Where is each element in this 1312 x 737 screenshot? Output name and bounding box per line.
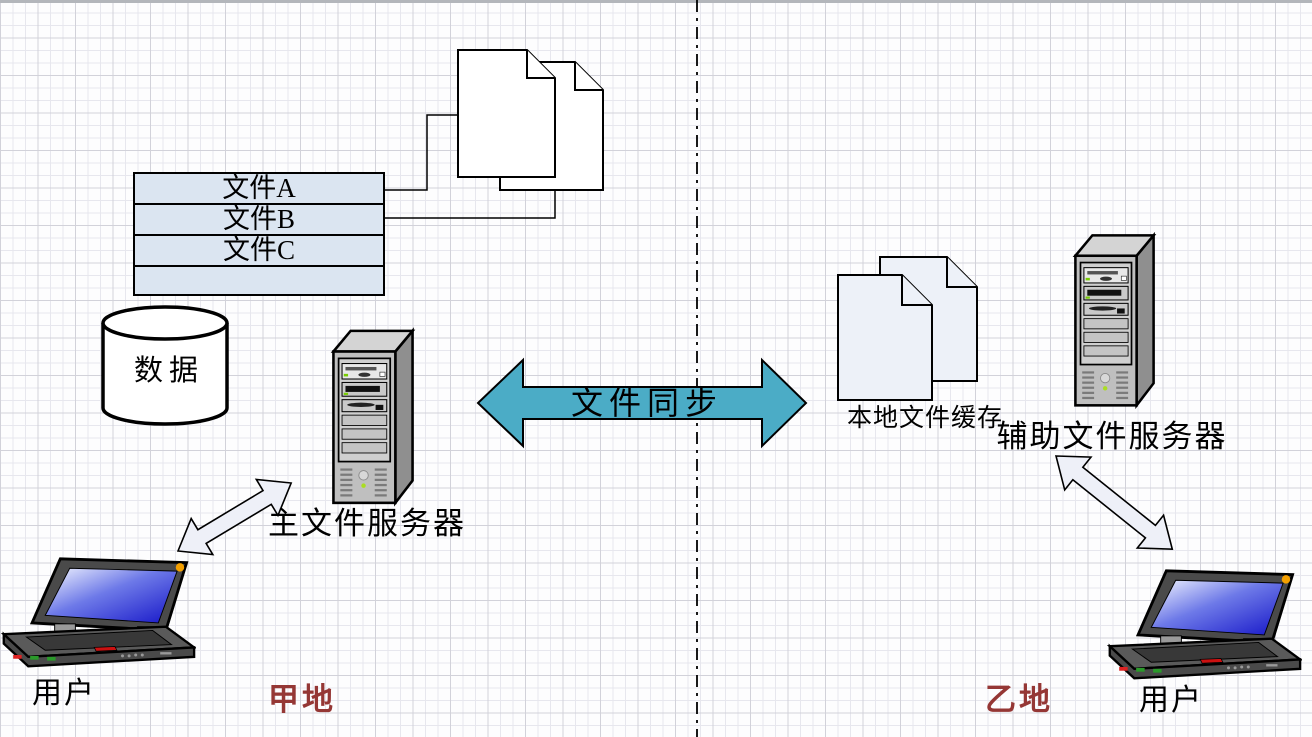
- auxiliary-server-label: 辅助文件服务器: [996, 419, 1228, 454]
- connector-fileB-to-documents: [385, 190, 556, 219]
- region-label-right: 乙地: [985, 682, 1053, 717]
- user-laptop-left-icon: [2, 557, 196, 668]
- connector-fileA-to-documents: [385, 114, 458, 191]
- auxiliary-server-icon: [1074, 234, 1155, 407]
- file-row-b: 文件B: [135, 205, 383, 236]
- user-server-arrow-right-icon: [1054, 455, 1174, 550]
- user-server-arrow-left-icon: [176, 478, 293, 556]
- sync-double-arrow-icon: [476, 357, 808, 449]
- user-label-left: 用户: [32, 677, 96, 710]
- documents-icon: [457, 49, 604, 191]
- database-label: 数据: [133, 355, 205, 387]
- region-label-left: 甲地: [268, 682, 336, 717]
- user-laptop-right-icon: [1108, 569, 1302, 680]
- file-table: 文件A 文件B 文件C: [133, 172, 385, 296]
- main-server-icon: [332, 329, 414, 505]
- user-label-right: 用户: [1139, 684, 1203, 717]
- cache-documents-icon: [837, 256, 978, 401]
- top-border: [0, 0, 1312, 3]
- database-cylinder-icon: [101, 305, 229, 426]
- cache-label: 本地文件缓存: [847, 405, 1004, 432]
- file-row-c: 文件C: [135, 236, 383, 267]
- main-server-label: 主文件服务器: [268, 506, 466, 541]
- file-row-a: 文件A: [135, 174, 383, 205]
- file-row-empty: [135, 267, 383, 298]
- sync-arrow-label: 文件同步: [570, 385, 724, 421]
